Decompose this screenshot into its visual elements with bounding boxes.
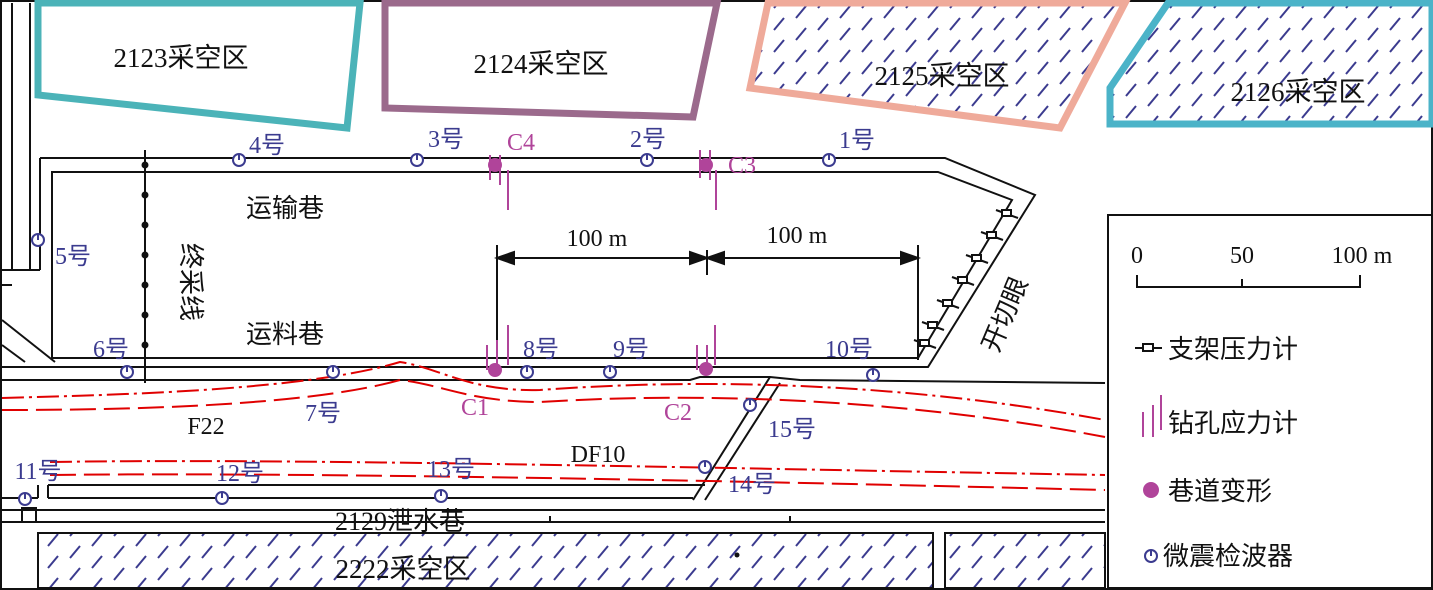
geophone-label-9: 9号 <box>613 337 649 363</box>
geophone-2 <box>640 153 654 167</box>
fault-f22-label: F22 <box>187 414 224 440</box>
geophone-label-12: 12号 <box>216 461 264 487</box>
geophone-1 <box>822 153 836 167</box>
material-roadway-label: 运料巷 <box>246 320 324 349</box>
left-roadway <box>1 3 56 363</box>
deformation-point-c4 <box>488 158 502 172</box>
geophone-8 <box>520 365 534 379</box>
legend-deformation-symbol <box>1143 482 1159 498</box>
geophone-7 <box>326 365 340 379</box>
dimension-label-2: 100 m <box>767 223 828 249</box>
cut-label: 开切眼 <box>977 273 1034 356</box>
geophone-label-14: 14号 <box>728 472 776 498</box>
goaf-2222-east-area <box>944 532 1106 589</box>
working-face-outline <box>2 157 1037 368</box>
support-gauge-1 <box>995 209 1019 219</box>
lower-roadways <box>2 366 1106 523</box>
geophone-label-13: 13号 <box>427 457 475 483</box>
legend-box <box>1107 214 1433 589</box>
goaf-2125-label: 2125采空区 <box>875 61 1010 91</box>
goaf-2123-label: 2123采空区 <box>114 43 249 73</box>
map-dot <box>734 552 740 558</box>
geophone-3 <box>410 153 424 167</box>
fault-df10-upper <box>49 460 1106 476</box>
scale-label-100: 100 m <box>1332 243 1393 269</box>
fault-f22-upper <box>1 360 1106 421</box>
support-pressure-gauges <box>913 209 1019 349</box>
faults <box>1 360 1106 491</box>
legend-support-gauge-label: 支架压力计 <box>1168 335 1298 364</box>
support-gauge-3 <box>965 254 989 264</box>
legend-borehole-gauge-label: 钻孔应力计 <box>1168 409 1298 438</box>
deformation-label-c3: C3 <box>728 153 756 179</box>
geophone-11 <box>18 492 32 506</box>
support-gauge-4 <box>951 276 975 286</box>
legend-support-gauge-symbol <box>1135 343 1162 352</box>
geophone-4 <box>232 153 246 167</box>
geophone-5 <box>31 233 45 247</box>
goaf-2126-outline <box>1106 0 1433 128</box>
geophone-label-5: 5号 <box>55 244 91 270</box>
geophone-label-15: 15号 <box>768 417 816 443</box>
legend-borehole-gauge-symbol <box>1142 395 1162 437</box>
drain-roadway-label: 2129泄水巷 <box>335 507 465 536</box>
fault-df10-lower <box>49 473 1106 491</box>
stop-line-label: 终采线 <box>176 243 205 321</box>
geophone-label-7: 7号 <box>305 401 341 427</box>
geophone-13 <box>434 489 448 503</box>
geophone-14 <box>698 460 712 474</box>
geophone-15 <box>743 398 757 412</box>
deformation-point-c2 <box>699 362 713 376</box>
dimension-lines <box>493 245 922 360</box>
deformation-label-c4: C4 <box>507 130 535 156</box>
geophone-label-11: 11号 <box>14 459 61 485</box>
support-gauge-6 <box>921 321 945 331</box>
goaf-2222-area <box>37 532 934 589</box>
legend-geophone-symbol <box>1144 549 1158 563</box>
deformation-points <box>488 158 713 377</box>
deformation-label-c1: C1 <box>461 395 489 421</box>
legend: 0 50 100 m 支架压力计 钻孔应力计 巷道变形 微震检波器 <box>1107 214 1433 589</box>
geophone-9 <box>603 365 617 379</box>
legend-deformation-label: 巷道变形 <box>1168 477 1272 506</box>
geophone-label-6: 6号 <box>93 337 129 363</box>
geophone-6 <box>120 365 134 379</box>
geophones <box>18 153 880 506</box>
goaf-2222-label: 2222采空区 <box>336 554 471 584</box>
geophone-12 <box>215 491 229 505</box>
geophone-label-3: 3号 <box>428 127 464 153</box>
goaf-2126-label: 2126采空区 <box>1231 77 1366 107</box>
goaf-2125-outline <box>745 0 1131 132</box>
geophone-label-1: 1号 <box>839 128 875 154</box>
geophone-label-2: 2号 <box>630 127 666 153</box>
fault-f22-lower <box>1 378 1106 438</box>
deformation-point-c3 <box>699 158 713 172</box>
geophone-label-10: 10号 <box>825 337 873 363</box>
dimension-label-1: 100 m <box>567 226 628 252</box>
geophone-10 <box>866 368 880 382</box>
goaf-2123-outline <box>34 0 364 132</box>
support-gauge-5 <box>936 299 960 309</box>
scale-label-0: 0 <box>1131 243 1143 269</box>
haulage-roadway-label: 运输巷 <box>246 194 324 223</box>
legend-geophone-label: 微震检波器 <box>1163 542 1293 571</box>
support-gauge-2 <box>980 231 1004 241</box>
scale-label-50: 50 <box>1230 243 1254 269</box>
stop-line <box>141 150 149 383</box>
deformation-label-c2: C2 <box>664 400 692 426</box>
scale-bar <box>1136 275 1361 288</box>
fault-df10-label: DF10 <box>571 442 626 468</box>
borehole-stress-gauges <box>486 150 717 375</box>
geophone-label-8: 8号 <box>523 337 559 363</box>
goaf-2124-outline <box>381 0 722 121</box>
geophone-label-4: 4号 <box>249 133 285 159</box>
deformation-point-c1 <box>488 363 502 377</box>
goaf-2124-label: 2124采空区 <box>474 49 609 79</box>
